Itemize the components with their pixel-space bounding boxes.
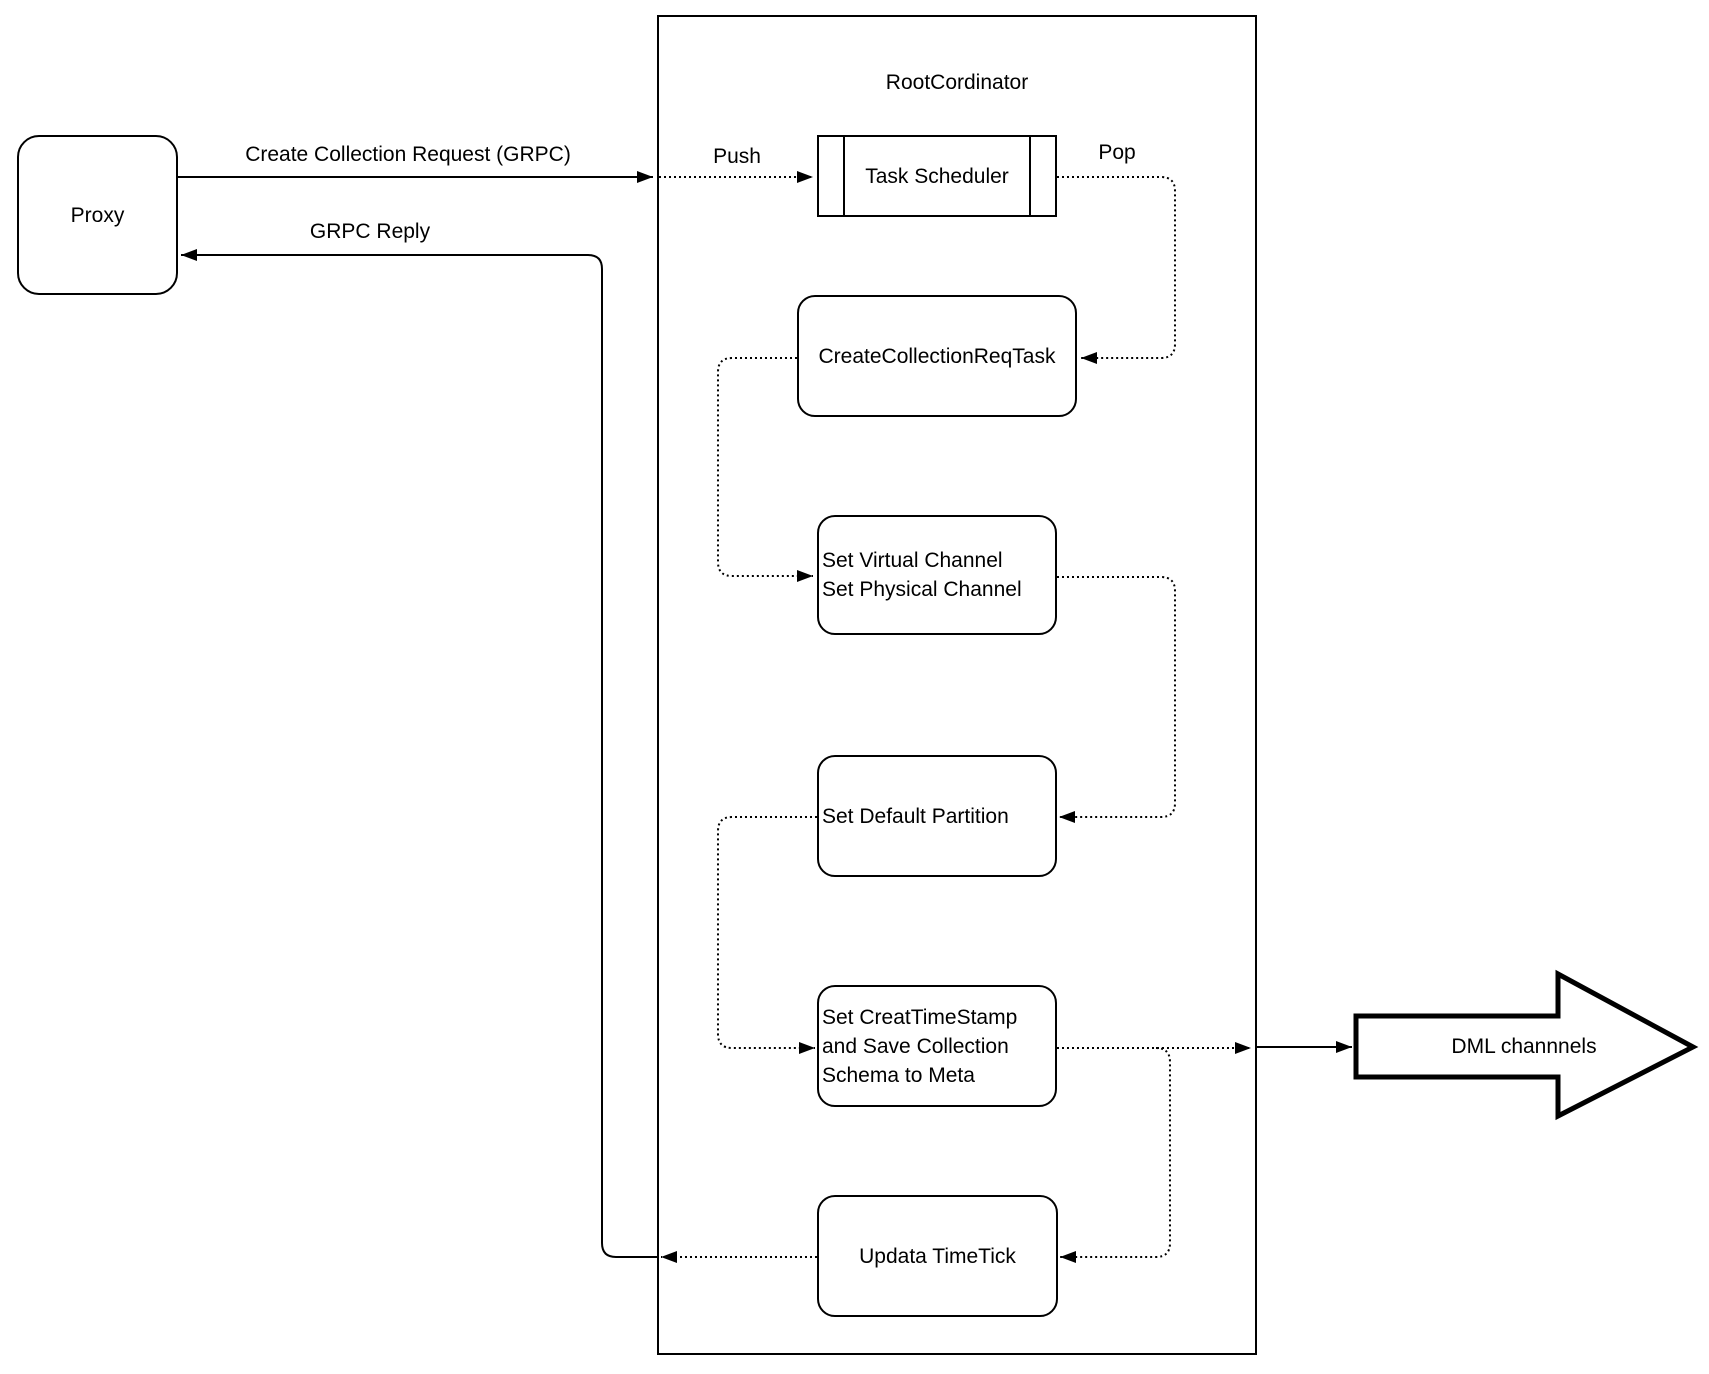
edge-defaultpartition-to-timestamp xyxy=(717,816,817,1054)
edge-label-push: Push xyxy=(713,146,761,168)
root-coordinator-container: RootCordinator xyxy=(657,15,1257,1355)
edge-grpc-reply xyxy=(181,249,657,1258)
node-task-scheduler: Task Scheduler xyxy=(817,135,1057,217)
node-task-scheduler-label: Task Scheduler xyxy=(865,164,1009,188)
create-collection-request-text: Create Collection Request (GRPC) xyxy=(245,143,571,166)
node-set-create-timestamp-line3: Schema to Meta xyxy=(822,1063,975,1087)
node-proxy: Proxy xyxy=(17,135,178,295)
edge-pop xyxy=(1057,176,1176,364)
node-create-collection-req-task-label: CreateCollectionReqTask xyxy=(818,344,1056,368)
edge-label-pop: Pop xyxy=(1098,141,1136,164)
pop-text: Pop xyxy=(1098,141,1136,164)
push-text: Push xyxy=(713,145,761,168)
node-set-create-timestamp-line2: and Save Collection xyxy=(822,1034,1009,1058)
edge-timestamp-to-timetick xyxy=(1060,1047,1171,1263)
node-set-channels-line1: Set Virtual Channel xyxy=(822,549,1003,572)
dml-channels-arrow-shape xyxy=(1353,969,1699,1121)
node-set-default-partition: Set Default Partition xyxy=(817,755,1057,877)
edge-setchannels-to-defaultpartition xyxy=(1057,576,1176,823)
node-set-create-timestamp: Set CreatTimeStamp and Save Collection S… xyxy=(817,985,1057,1107)
node-set-create-timestamp-line1: Set CreatTimeStamp xyxy=(822,1005,1018,1029)
grpc-reply-text: GRPC Reply xyxy=(309,220,431,243)
node-create-collection-req-task: CreateCollectionReqTask xyxy=(797,295,1077,417)
dml-channels-text: DML channnels xyxy=(1451,1035,1597,1058)
node-set-channels-line2: Set Physical Channel xyxy=(822,578,1022,601)
edge-reqtask-to-setchannels xyxy=(717,357,813,582)
node-proxy-label: Proxy xyxy=(70,203,125,227)
node-update-timetick-label: Updata TimeTick xyxy=(859,1244,1016,1268)
edge-label-create-collection-request: Create Collection Request (GRPC) xyxy=(245,144,571,166)
edge-label-grpc-reply: GRPC Reply xyxy=(309,220,431,243)
process-bar-right xyxy=(1029,137,1031,215)
node-set-default-partition-label: Set Default Partition xyxy=(822,804,1009,828)
node-set-channels: Set Virtual Channel Set Physical Channel xyxy=(817,515,1057,635)
root-coordinator-title: RootCordinator xyxy=(885,71,1029,94)
process-bar-left xyxy=(843,137,845,215)
node-update-timetick: Updata TimeTick xyxy=(817,1195,1058,1317)
node-dml-channels-label: DML channnels xyxy=(1451,1036,1596,1058)
